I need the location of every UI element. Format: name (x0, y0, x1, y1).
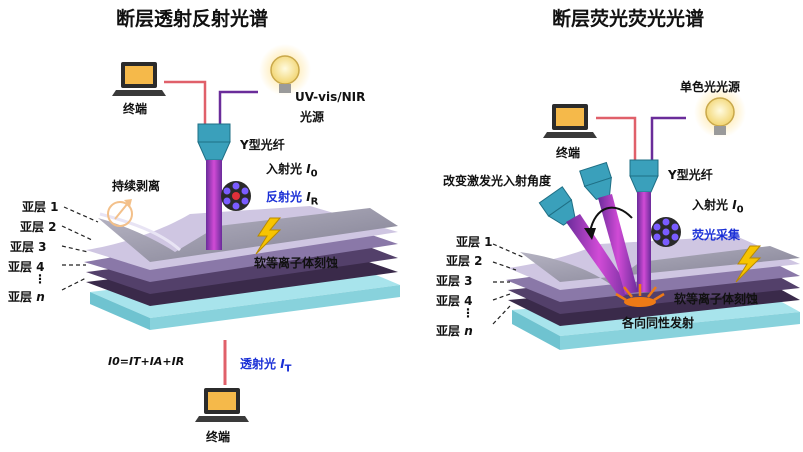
right-fiber-bundle-icon (651, 217, 681, 247)
left-probe (197, 123, 231, 250)
left-peel-label: 持续剥离 (112, 179, 161, 193)
left-source-name: UV-vis/NIR (295, 90, 366, 104)
right-sublayer-leaders (492, 243, 526, 325)
right-fluor-collect-label: 荧光采集 (692, 228, 741, 242)
left-reflect-label: 反射光 IR (266, 190, 319, 208)
left-sublayer-2: 亚层 2 (20, 220, 57, 234)
left-sublayer-3: 亚层 3 (10, 240, 47, 254)
right-etch-label: 软等离子体刻蚀 (674, 292, 759, 306)
isotropic-emission-icon (615, 284, 665, 307)
right-terminal-label: 终端 (556, 146, 581, 160)
left-sublayer-n: 亚层 n (8, 290, 45, 304)
left-terminal-bottom-label: 终端 (206, 430, 231, 444)
left-fiber-bundle-icon (221, 181, 251, 211)
right-mono-source-label: 单色光光源 (680, 80, 741, 94)
right-substrate-front (560, 312, 800, 350)
right-sublayer-4: 亚层 4 (436, 294, 473, 308)
right-incident-label: 入射光 I0 (692, 198, 744, 216)
left-transmit-label: 透射光 IT (240, 357, 292, 375)
left-sublayer-4: 亚层 4 (8, 260, 45, 274)
left-etch-label: 软等离子体刻蚀 (254, 256, 339, 270)
right-layer-1-top (520, 246, 800, 284)
right-isotropic-label: 各向同性发射 (622, 316, 695, 330)
right-sublayer-3: 亚层 3 (436, 274, 473, 288)
left-film-stack (84, 199, 400, 330)
right-probe-middle (579, 161, 638, 294)
left-substrate-front (150, 285, 400, 330)
left-fiber-lines (164, 80, 258, 124)
left-layer-1-top (98, 208, 398, 262)
right-sublayer-dots: ⋮ (462, 306, 474, 320)
right-sublayer-2: 亚层 2 (446, 254, 483, 268)
right-fiber-lines (596, 116, 686, 160)
left-sublayer-1: 亚层 1 (22, 200, 59, 214)
right-lightning-icon (735, 245, 762, 283)
left-light-source-label: 光源 (300, 110, 325, 124)
right-substrate-side (512, 310, 560, 350)
left-sublayer-dots: ⋮ (34, 272, 46, 286)
left-formula: I0=IT+IA+IR (108, 355, 185, 368)
left-title: 断层透射反射光谱 (116, 8, 269, 30)
right-title: 断层荧光荧光光谱 (552, 8, 705, 30)
right-sublayer-1: 亚层 1 (456, 235, 493, 249)
right-laptop-icon (543, 104, 597, 138)
right-bulb-icon (694, 86, 746, 138)
left-lightning-icon (255, 217, 282, 255)
left-terminal-top-label: 终端 (123, 102, 148, 116)
left-sublayer-leaders (61, 206, 99, 291)
left-peel-arrowhead (124, 199, 132, 207)
right-probe-vertical (629, 159, 659, 292)
left-peel-circle (107, 201, 133, 227)
left-peel-arrow (114, 202, 129, 220)
left-substrate-side (90, 292, 150, 330)
angle-change-arrow (584, 206, 633, 240)
left-laptop-top-icon (112, 62, 166, 96)
left-fiber-label: Y型光纤 (240, 138, 285, 152)
right-probe-left (538, 186, 632, 298)
right-sublayer-n: 亚层 n (436, 324, 473, 338)
right-fiber-label: Y型光纤 (668, 168, 713, 182)
left-bulb-icon (259, 44, 311, 96)
right-change-angle-label: 改变激发光入射角度 (443, 174, 552, 188)
left-laptop-bottom-icon (195, 388, 249, 422)
left-incident-label: 入射光 I0 (266, 162, 318, 180)
